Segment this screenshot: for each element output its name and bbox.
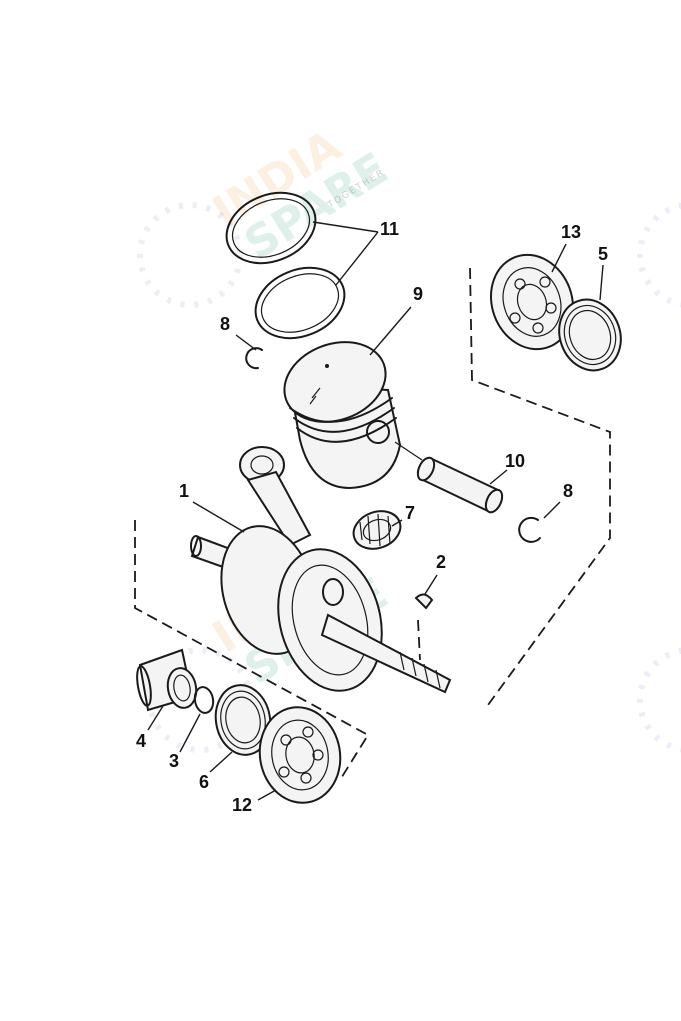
oil-seal-left bbox=[214, 684, 272, 756]
woodruff-key bbox=[414, 593, 434, 610]
collar bbox=[136, 648, 198, 712]
callout-needle-bearing: 7 bbox=[405, 503, 415, 523]
assembly-dashed-lines bbox=[134, 267, 611, 781]
watermark-badge-icon bbox=[637, 202, 681, 308]
crankshaft-assembly bbox=[190, 446, 452, 694]
watermark-badge-icon bbox=[137, 202, 243, 308]
callout-circlip-upper: 8 bbox=[220, 314, 230, 334]
callout-woodruff-key: 2 bbox=[436, 552, 446, 572]
oil-seal-right bbox=[558, 298, 622, 372]
callout-oil-seal-right: 5 bbox=[598, 244, 608, 264]
bearing-left bbox=[258, 706, 342, 804]
callout-oil-seal-left: 6 bbox=[199, 772, 209, 792]
circlip-lower bbox=[518, 516, 541, 543]
callout-shim: 3 bbox=[169, 751, 179, 771]
callout-labels: 1 2 3 4 5 6 7 8 8 9 10 11 12 13 bbox=[136, 219, 608, 815]
callout-piston-rings: 11 bbox=[380, 219, 399, 239]
leader-lines bbox=[147, 221, 604, 801]
callout-bearing-left: 12 bbox=[232, 795, 252, 815]
callout-collar: 4 bbox=[136, 731, 146, 751]
circlip-upper bbox=[245, 347, 263, 370]
callout-crankshaft: 1 bbox=[179, 481, 189, 501]
callout-piston-pin: 10 bbox=[505, 451, 525, 471]
bearing-right bbox=[489, 253, 575, 351]
shim bbox=[193, 686, 215, 714]
piston-pin bbox=[394, 441, 504, 514]
needle-bearing bbox=[352, 510, 402, 550]
callout-piston: 9 bbox=[413, 284, 423, 304]
piston bbox=[283, 341, 402, 490]
watermark-badge-icon bbox=[637, 647, 681, 753]
piston-rings bbox=[225, 191, 346, 340]
callout-circlip-lower: 8 bbox=[563, 481, 573, 501]
callout-bearing-right: 13 bbox=[561, 222, 581, 242]
